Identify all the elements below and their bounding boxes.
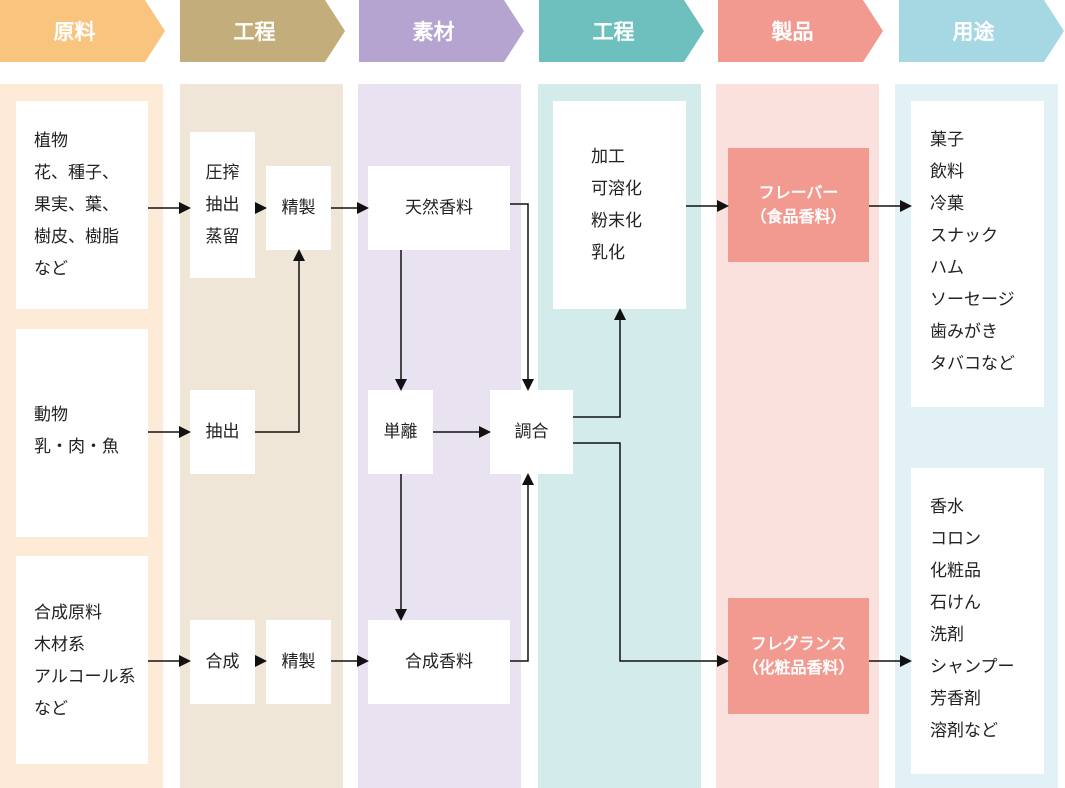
raw-animals-box: 動物 乳・肉・魚 [16, 329, 148, 537]
arrow-extract-to-refine [255, 249, 305, 433]
natural-fragrance-box: 天然香料 [368, 166, 510, 250]
synthesis-box: 合成 [190, 620, 255, 704]
fragrance-use-item: コロン [930, 529, 981, 549]
flavor-use-item: 歯みがき [930, 322, 998, 342]
flavor-use-item: 菓子 [930, 130, 964, 150]
header-process2: 工程 [539, 0, 704, 62]
fragrance-use-item: 溶剤など [930, 721, 998, 741]
raw-plants-line: 花、種子、 [34, 163, 119, 183]
flavor-use-item: ハム [930, 258, 964, 278]
fragrance-use-item: シャンプー [930, 657, 1015, 677]
flavor-sub: （食品香料） [750, 207, 847, 226]
extract-box: 抽出 [190, 390, 255, 474]
flavor-use-item: 冷菓 [930, 194, 964, 214]
raw-synthetic-line: 合成原料 [34, 603, 102, 623]
extraction-method: 圧搾 [205, 163, 240, 183]
processing-line: 可溶化 [591, 179, 642, 199]
refine-bottom-label: 精製 [281, 652, 316, 672]
processing-box: 加工 可溶化 粉末化 乳化 [553, 101, 686, 309]
extraction-method: 抽出 [205, 195, 240, 215]
synthesis-label: 合成 [205, 652, 240, 672]
header-process: 工程 [180, 0, 345, 62]
fragrance-use-item: 化粧品 [930, 561, 981, 581]
header-material: 素材 [359, 0, 524, 62]
raw-plants-box: 植物 花、種子、 果実、葉、 樹皮、樹脂 など [16, 101, 148, 309]
arrow-blending-to-fragrance [573, 442, 729, 667]
synthetic-fragrance-label: 合成香料 [405, 652, 473, 672]
refine-bottom-box: 精製 [266, 620, 331, 704]
raw-plants-line: 果実、葉、 [34, 195, 119, 215]
raw-plants-line: 植物 [34, 131, 68, 151]
extraction-methods-box: 圧搾 抽出 蒸留 [190, 132, 255, 278]
arrow-natural-to-blending [510, 203, 534, 391]
fragrance-product-box: フレグランス （化粧品香料） [728, 598, 869, 714]
header-use: 用途 [899, 0, 1064, 62]
processing-line: 加工 [591, 147, 625, 167]
fragrance-use-item: 芳香剤 [930, 689, 981, 709]
raw-synthetic-line: など [34, 699, 68, 719]
fragrance-use-item: 石けん [930, 593, 981, 613]
flavor-use-item: 飲料 [930, 162, 964, 182]
synthetic-fragrance-box: 合成香料 [368, 620, 510, 704]
processing-line: 粉末化 [591, 211, 642, 231]
arrow-synthetic-to-blending [510, 473, 534, 662]
extraction-method: 蒸留 [205, 227, 240, 247]
fragrance-name: フレグランス [750, 634, 847, 653]
header-raw: 原料 [0, 0, 165, 62]
blending-label: 調合 [514, 422, 549, 442]
flavor-uses-box: 菓子 飲料 冷菓 スナック ハム ソーセージ 歯みがき タバコなど [911, 101, 1044, 407]
flavor-use-item: スナック [930, 226, 998, 246]
fragrance-use-item: 洗剤 [930, 625, 964, 645]
fragrance-use-item: 香水 [930, 497, 964, 517]
flavor-use-item: タバコなど [930, 354, 1015, 374]
flavor-product-box: フレーバー （食品香料） [728, 148, 869, 262]
fragrance-sub: （化粧品香料） [742, 658, 855, 677]
natural-fragrance-label: 天然香料 [405, 198, 473, 218]
refine-top-box: 精製 [266, 166, 331, 250]
header-product: 製品 [718, 0, 883, 62]
raw-plants-line: 樹皮、樹脂 [34, 227, 119, 247]
raw-synthetic-line: 木材系 [34, 635, 85, 655]
isolation-label: 単離 [383, 422, 418, 442]
flavor-use-item: ソーセージ [930, 290, 1015, 310]
isolation-box: 単離 [368, 390, 433, 474]
raw-synthetic-line: アルコール系 [34, 667, 136, 687]
blending-box: 調合 [490, 390, 573, 474]
raw-animals-line: 動物 [34, 405, 68, 425]
extract-label: 抽出 [205, 422, 240, 442]
flavor-name: フレーバー [758, 183, 839, 202]
fragrance-uses-box: 香水 コロン 化粧品 石けん 洗剤 シャンプー 芳香剤 溶剤など [911, 468, 1044, 774]
raw-animals-line: 乳・肉・魚 [34, 437, 119, 457]
raw-synthetic-box: 合成原料 木材系 アルコール系 など [16, 556, 148, 764]
arrow-blending-to-processing [573, 308, 626, 418]
refine-top-label: 精製 [281, 198, 316, 218]
raw-plants-line: など [34, 259, 68, 279]
processing-line: 乳化 [591, 243, 625, 263]
